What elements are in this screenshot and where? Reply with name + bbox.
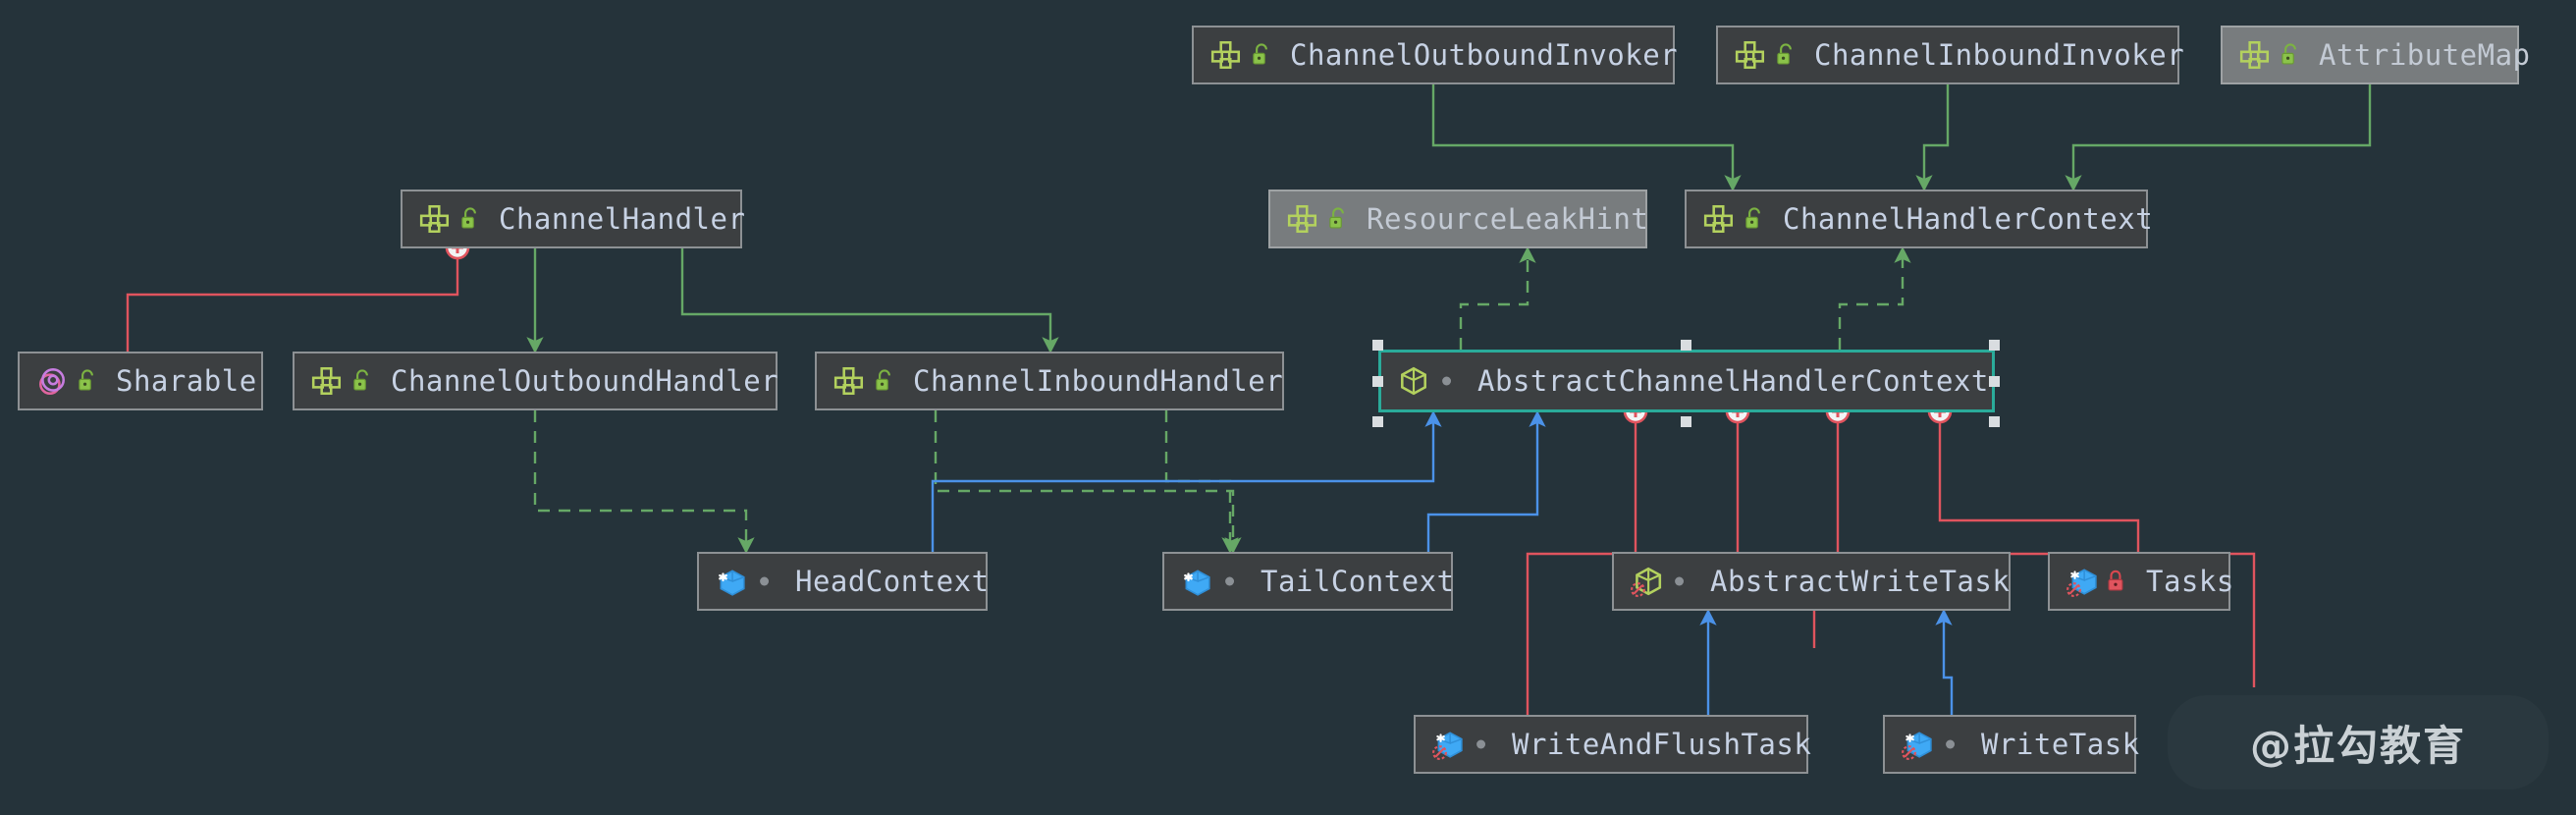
selection-handle[interactable] <box>1989 416 2000 427</box>
interface-icon <box>310 364 344 398</box>
lock-open-green-icon <box>1325 204 1351 234</box>
class-node-sharable[interactable]: Sharable <box>18 352 263 410</box>
dot-gray-icon <box>1436 366 1462 396</box>
final-class-private-icon <box>1431 728 1465 761</box>
class-node-label: TailContext <box>1261 564 1455 598</box>
class-node-label: ChannelInboundHandler <box>913 363 1284 398</box>
class-node-label: ChannelHandler <box>499 201 746 236</box>
edge-ch-inner-sharable <box>126 235 470 352</box>
selection-handle[interactable] <box>1681 340 1691 351</box>
lock-red-icon <box>2105 567 2130 596</box>
watermark-text: @拉勾教育 <box>2249 721 2466 770</box>
class-node-label: ChannelInboundInvoker <box>1814 37 2185 72</box>
edge-headctx-ext-achc <box>931 410 1442 552</box>
selection-handle[interactable] <box>1989 376 2000 387</box>
selection-handle[interactable] <box>1372 376 1383 387</box>
selection-handle[interactable] <box>1681 416 1691 427</box>
edge-cih-to-ch <box>680 248 1059 353</box>
edge-chc-to-coi <box>1431 84 1742 191</box>
class-node-head-context[interactable]: HeadContext <box>697 552 990 611</box>
edge-achc-inner-tasks <box>1927 399 2140 552</box>
abstract-class-private-icon <box>1630 565 1663 598</box>
class-node-resource-leak-hint[interactable]: ResourceLeakHint <box>1268 190 1649 248</box>
class-node-abstract-channel-handler-context[interactable]: AbstractChannelHandlerContext <box>1378 350 1995 412</box>
abstract-class-icon <box>1397 364 1430 398</box>
final-class-icon <box>715 565 748 598</box>
lock-open-green-icon <box>1249 40 1274 70</box>
class-node-label: HeadContext <box>795 564 990 598</box>
class-node-channel-inbound-invoker[interactable]: ChannelInboundInvoker <box>1716 26 2184 84</box>
edge-achc-inner-wt <box>1825 399 2256 687</box>
class-node-label: ChannelOutboundInvoker <box>1290 37 1679 72</box>
class-node-label: ChannelHandlerContext <box>1783 201 2154 236</box>
interface-icon <box>832 364 866 398</box>
interface-icon <box>1702 202 1736 236</box>
class-node-label: AttributeMap <box>2319 37 2531 72</box>
edge-headctx-impl-cih2 <box>1164 410 1239 554</box>
class-node-tail-context[interactable]: TailContext <box>1162 552 1455 611</box>
edge-achc-impl-rlh <box>1459 246 1536 350</box>
dot-gray-icon <box>1940 730 1965 759</box>
selection-handle[interactable] <box>1372 340 1383 351</box>
class-node-attribute-map[interactable]: AttributeMap <box>2221 26 2530 84</box>
dot-gray-icon <box>1471 730 1496 759</box>
edge-achc-inner-waft <box>1725 399 1816 648</box>
lock-open-green-icon <box>2278 40 2303 70</box>
dot-gray-icon <box>1219 567 1245 596</box>
lock-open-green-icon <box>1773 40 1798 70</box>
edge-tailctx-impl-cih <box>934 410 1242 554</box>
class-node-write-and-flush-task[interactable]: WriteAndFlushTask <box>1414 715 1812 774</box>
final-class-private-icon <box>2066 565 2099 598</box>
class-node-label: WriteTask <box>1981 727 2140 761</box>
edge-wt-ext-awt <box>1935 609 1954 715</box>
lock-open-green-icon <box>75 366 100 396</box>
watermark-badge: @拉勾教育 <box>2168 695 2549 789</box>
edge-headctx-impl-coh <box>533 410 755 554</box>
interface-icon <box>2238 38 2272 72</box>
selection-handle[interactable] <box>1372 416 1383 427</box>
class-node-label: AbstractChannelHandlerContext <box>1477 363 1989 398</box>
class-node-tasks[interactable]: Tasks <box>2048 552 2233 611</box>
interface-icon <box>1286 202 1319 236</box>
class-node-label: ResourceLeakHint <box>1367 201 1649 236</box>
dot-gray-icon <box>754 567 779 596</box>
class-node-label: ChannelOutboundHandler <box>391 363 779 398</box>
interface-icon <box>418 202 452 236</box>
edge-chc-to-am <box>2065 84 2372 191</box>
interface-icon <box>1734 38 1767 72</box>
lock-open-green-icon <box>872 366 897 396</box>
final-class-icon <box>1180 565 1213 598</box>
lock-open-green-icon <box>457 204 483 234</box>
lock-open-green-icon <box>349 366 375 396</box>
class-node-label: Tasks <box>2146 564 2234 598</box>
class-node-channel-outbound-invoker[interactable]: ChannelOutboundInvoker <box>1192 26 1679 84</box>
class-node-write-task[interactable]: WriteTask <box>1883 715 2139 774</box>
dot-gray-icon <box>1669 567 1694 596</box>
edge-achc-impl-chc <box>1838 246 1911 350</box>
class-node-label: Sharable <box>116 363 257 398</box>
selection-handle[interactable] <box>1989 340 2000 351</box>
final-class-private-icon <box>1901 728 1934 761</box>
class-node-label: WriteAndFlushTask <box>1512 727 1812 761</box>
class-node-channel-handler[interactable]: ChannelHandler <box>401 190 746 248</box>
edge-chc-to-cii <box>1915 84 1950 191</box>
interface-icon <box>1209 38 1243 72</box>
annotation-icon <box>35 364 69 398</box>
class-node-channel-handler-context[interactable]: ChannelHandlerContext <box>1685 190 2153 248</box>
lock-open-green-icon <box>1742 204 1767 234</box>
edge-tailctx-ext-achc <box>1426 410 1546 552</box>
class-node-abstract-write-task[interactable]: AbstractWriteTask <box>1612 552 2011 611</box>
class-node-channel-outbound-handler[interactable]: ChannelOutboundHandler <box>293 352 778 410</box>
class-node-label: AbstractWriteTask <box>1710 564 2011 598</box>
class-node-channel-inbound-handler[interactable]: ChannelInboundHandler <box>815 352 1284 410</box>
